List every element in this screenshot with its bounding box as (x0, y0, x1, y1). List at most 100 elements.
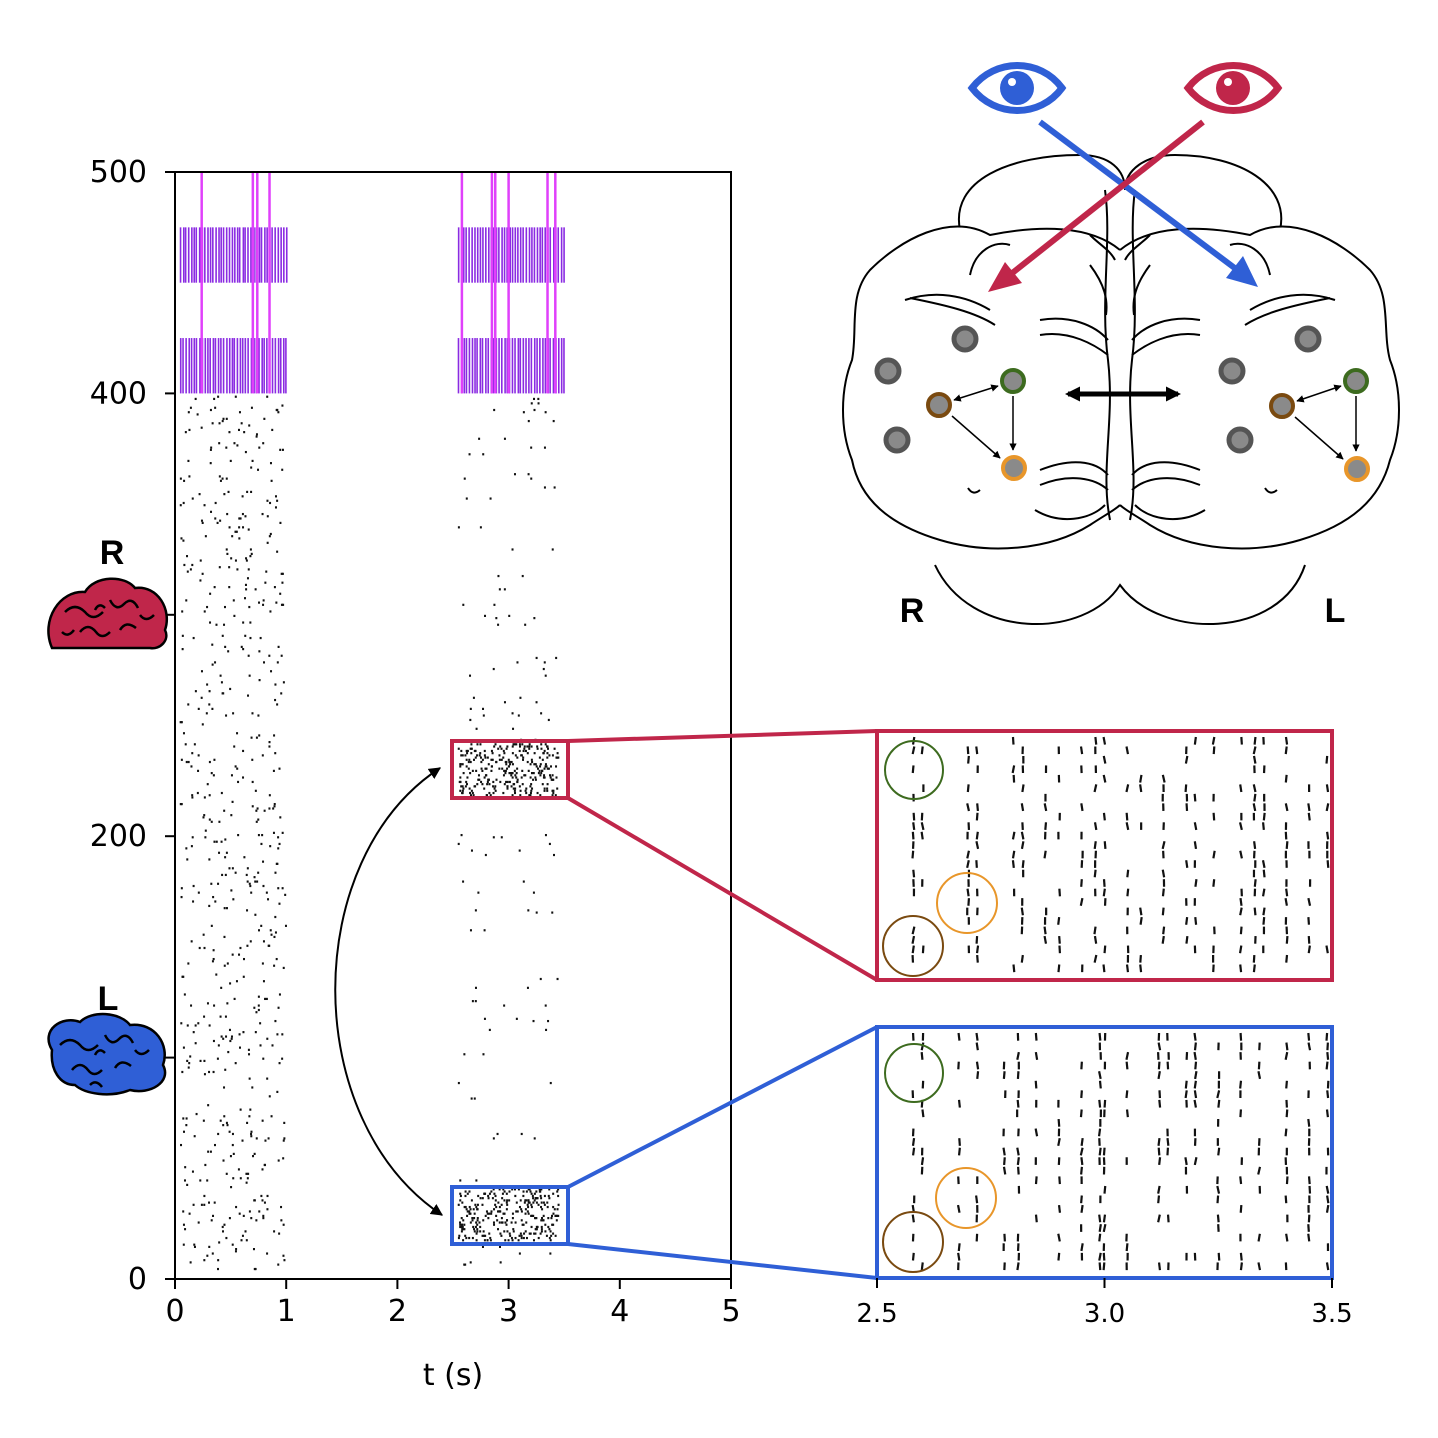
spike (489, 497, 492, 500)
spike (225, 1172, 228, 1175)
spike (232, 712, 235, 715)
spike (273, 805, 276, 808)
spike (457, 842, 460, 846)
spike (239, 1108, 242, 1111)
spike (249, 621, 252, 624)
spike (463, 1205, 466, 1209)
spike (271, 1044, 274, 1047)
spike (524, 1208, 527, 1211)
spike (278, 1232, 281, 1235)
spike (278, 842, 281, 846)
y-tick-label: 500 (90, 155, 147, 190)
spike (505, 1201, 508, 1204)
spike (281, 887, 284, 890)
spike (493, 1208, 496, 1211)
spike (484, 853, 487, 857)
spike (213, 1004, 216, 1007)
zoom-spike (1125, 1061, 1129, 1070)
spike (268, 1095, 271, 1098)
zoom-spike (1252, 954, 1256, 963)
spike (212, 949, 215, 952)
spike (514, 774, 517, 777)
spike (552, 1232, 555, 1235)
spike (474, 1225, 477, 1229)
spike (206, 783, 209, 786)
spike (475, 1221, 478, 1224)
x-tick-label: 4 (610, 1294, 629, 1329)
spike (253, 1199, 256, 1202)
spike (199, 559, 202, 562)
spike (518, 1252, 521, 1255)
spike (505, 1208, 508, 1211)
zoom-spike (1261, 822, 1265, 831)
spike (472, 794, 475, 797)
spike (504, 1239, 507, 1242)
zoom-spike (1253, 841, 1257, 850)
spike (273, 1230, 276, 1233)
spike (221, 873, 224, 877)
zoom-spike (1139, 916, 1143, 925)
spike (459, 1225, 462, 1229)
spike (502, 1188, 505, 1191)
spike (543, 1194, 546, 1198)
spike (203, 1015, 206, 1018)
spike (194, 690, 197, 693)
spike (483, 787, 486, 790)
spike (274, 1019, 277, 1023)
spike (206, 1254, 209, 1257)
zoom-spike (1057, 1252, 1061, 1261)
spike (257, 714, 260, 717)
spike (486, 1239, 489, 1242)
zoom-spike (1093, 954, 1098, 963)
zoom-spike (1157, 1061, 1161, 1070)
spike (511, 1188, 514, 1191)
spike (234, 871, 237, 874)
spike (515, 776, 518, 779)
spike (257, 1008, 260, 1012)
spike (257, 871, 260, 874)
zoom-spike (1307, 945, 1311, 954)
spike (555, 656, 558, 660)
spike (212, 1070, 215, 1074)
spike (465, 780, 468, 784)
spike (503, 1004, 506, 1007)
spike (510, 774, 513, 777)
spike (179, 504, 182, 507)
spike (496, 1132, 499, 1136)
spike (527, 1205, 530, 1209)
spike (246, 1177, 249, 1180)
spike (461, 754, 464, 757)
spike (184, 431, 187, 434)
spike (182, 732, 185, 735)
zoom-spike (911, 926, 916, 935)
spike (544, 743, 547, 746)
spike (540, 747, 543, 750)
spike (469, 718, 472, 722)
spike (537, 1236, 540, 1240)
spike (461, 791, 464, 795)
spike (529, 785, 532, 788)
spike (467, 760, 470, 764)
spike (506, 1199, 509, 1202)
spike (225, 477, 228, 480)
spike (266, 1077, 269, 1080)
spike (182, 1117, 185, 1120)
zoom-spike (1057, 964, 1061, 973)
spike (546, 787, 549, 790)
spike (495, 1205, 498, 1209)
spike (459, 1194, 462, 1198)
spike (247, 694, 250, 697)
spike (184, 743, 187, 746)
spike (524, 1199, 527, 1202)
spike (200, 696, 203, 699)
spike (186, 858, 189, 861)
spike (282, 1223, 285, 1226)
zoom-spike (1239, 784, 1243, 793)
spike (250, 1135, 253, 1138)
spike (482, 714, 485, 717)
zoom-spike (1325, 1032, 1329, 1041)
spike (508, 1190, 511, 1193)
spike (503, 1212, 506, 1215)
spike (279, 448, 282, 451)
zoom-spike (975, 1032, 979, 1041)
